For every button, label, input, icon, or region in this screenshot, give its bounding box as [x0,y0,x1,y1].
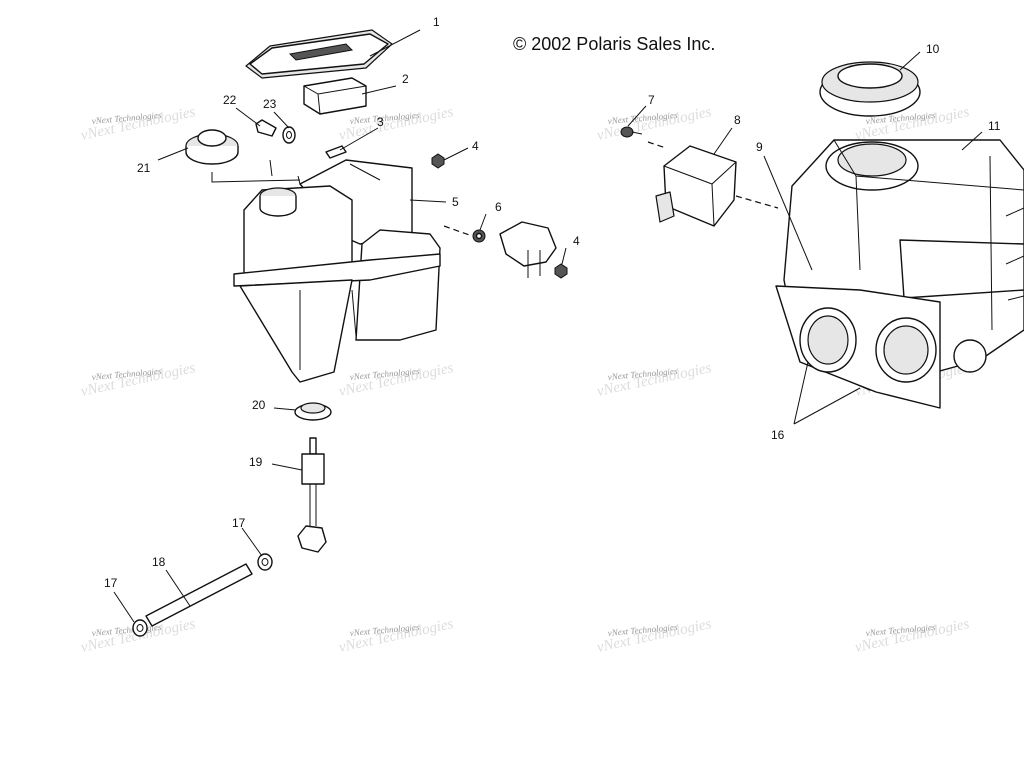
callout-label: 17 [104,576,118,590]
callout-label: 2 [402,72,409,86]
part-nut [554,263,568,279]
callout-label: 16 [771,428,785,442]
part-ring [819,61,921,117]
watermark: vNext Technologies vNext Technologies [80,104,197,144]
part-tank-assembly [233,159,441,383]
part-grommet [294,402,332,421]
callout-label: 6 [495,200,502,214]
part-clamp [257,553,273,571]
part-clamp [132,619,148,637]
part-fuel-pickup [297,437,327,553]
part-block [303,77,367,115]
callout-label: 7 [648,93,655,107]
watermark: vNext Technologies vNext Technologies [80,360,197,400]
callout-label: 22 [223,93,237,107]
callout-label: 4 [472,139,479,153]
part-module [655,145,737,227]
part-fuel-pump [499,221,557,278]
callout-label: 1 [433,15,440,29]
watermark: vNext Technologies vNext Technologies [338,616,455,656]
part-washer [282,126,296,144]
watermark: vNext Technologies vNext Technologies [596,360,713,400]
callout-label: 11 [988,119,1001,133]
callout-label: 19 [249,455,263,469]
part-hose [145,563,253,627]
callout-label: 21 [137,161,151,175]
callout-label: 3 [377,115,384,129]
watermark: vNext Technologies vNext Technologies [596,104,713,144]
part-bolt [255,119,277,137]
leader-lines [113,29,1024,623]
part-grommet [472,229,486,243]
watermark: vNext Technologies vNext Technologies [338,104,455,144]
callout-label: 23 [263,97,277,111]
watermark: vNext Technologies vNext Technologies [596,616,713,656]
callout-label: 4 [573,234,580,248]
callout-label: 9 [756,140,763,154]
part-cap [185,129,239,165]
callout-label: 10 [926,42,940,56]
callout-label: 17 [232,516,246,530]
watermark: vNext Technologies vNext Technologies [854,616,971,656]
callout-label: 8 [734,113,741,127]
callout-label: 18 [152,555,166,569]
callout-label: 5 [452,195,459,209]
watermark: vNext Technologies vNext Technologies [338,360,455,400]
part-nut [431,153,445,169]
copyright-notice: © 2002 Polaris Sales Inc. [513,34,715,54]
part-cover [245,29,393,79]
part-airbox [775,139,1024,409]
part-screw [620,126,643,138]
callout-label: 20 [252,398,266,412]
callout-labels: 1 2 3 4 4 5 6 7 8 9 10 11 16 17 17 18 19… [104,15,1001,590]
